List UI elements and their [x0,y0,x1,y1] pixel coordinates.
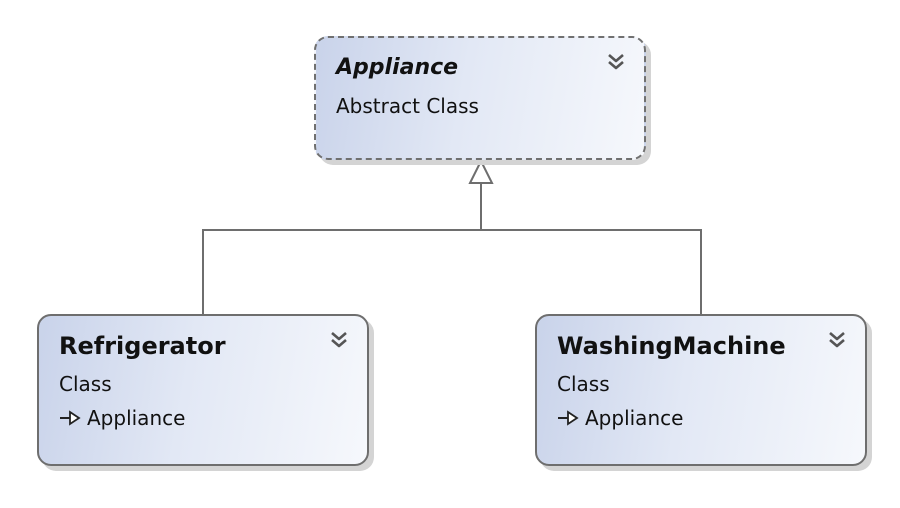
double-chevron-down-icon[interactable] [329,330,349,350]
class-shape-appliance[interactable]: Appliance Abstract Class [314,36,646,160]
class-shape-refrigerator[interactable]: Refrigerator Class Appliance [37,314,369,466]
inheritance-arrow-icon [558,410,579,426]
double-chevron-down-icon[interactable] [606,52,626,72]
base-class-reference: Appliance [59,406,185,430]
inheritance-arrowhead-icon [468,158,494,184]
double-chevron-down-icon[interactable] [827,330,847,350]
inheritance-arrow-icon [60,410,81,426]
base-class-reference: Appliance [557,406,683,430]
connector-refrigerator-to-appliance[interactable] [202,183,482,314]
connector-washingmachine-to-appliance[interactable] [481,229,702,314]
base-class-name: Appliance [585,406,684,430]
class-kind: Class [557,372,610,396]
class-kind: Class [59,372,112,396]
base-class-name: Appliance [87,406,186,430]
class-name: Refrigerator [59,332,226,360]
class-shape-washingmachine[interactable]: WashingMachine Class Appliance [535,314,867,466]
class-name: WashingMachine [557,332,786,360]
class-name: Appliance [336,55,459,80]
class-kind: Abstract Class [336,94,479,118]
